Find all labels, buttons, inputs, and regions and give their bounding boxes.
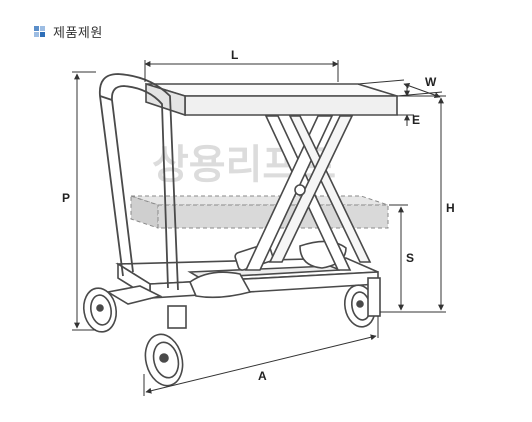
- square-bullet-icon: [34, 25, 45, 37]
- scissor-arms: [244, 115, 372, 271]
- dimension-label-W: W: [425, 75, 437, 89]
- dimension-label-S: S: [406, 251, 414, 265]
- dimension-label-E: E: [412, 113, 420, 127]
- dimension-lines: [72, 60, 446, 396]
- section-title: 제품제원: [53, 26, 103, 41]
- section-header: 제품제원: [34, 22, 103, 41]
- dimension-label-A: A: [258, 369, 267, 383]
- wheel-rear-right: [343, 277, 381, 328]
- push-handle: [98, 73, 179, 291]
- dimension-label-L: L: [231, 48, 238, 62]
- platform-table: [145, 82, 398, 117]
- dimension-label-H: H: [446, 201, 455, 215]
- dimension-label-P: P: [62, 191, 70, 205]
- wheel-rear-left: [82, 287, 118, 333]
- caster-wheel-front-left: [144, 305, 187, 387]
- foot-pedal: [105, 285, 163, 305]
